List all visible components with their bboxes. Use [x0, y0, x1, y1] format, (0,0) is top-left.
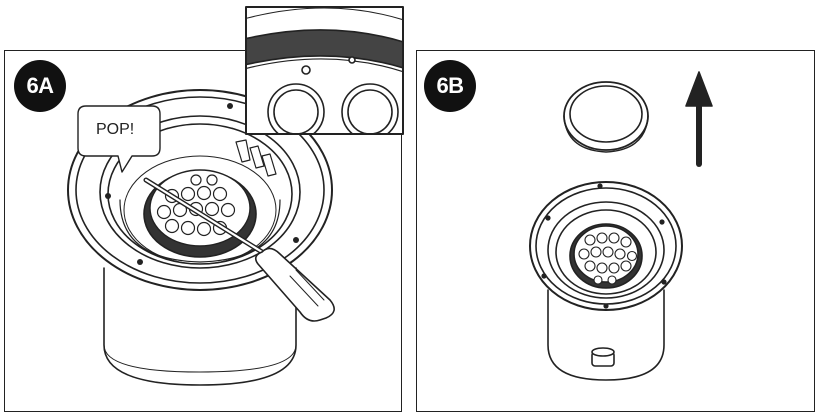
screwdriver-icon	[143, 177, 335, 322]
step-badge-6b: 6B	[424, 60, 476, 112]
lens-cover-6b	[563, 81, 649, 153]
pop-callout-text: POP!	[96, 121, 135, 138]
led-module-6b	[569, 223, 643, 289]
zoom-inset-6a	[245, 6, 404, 135]
light-fixture-6b	[529, 181, 683, 381]
pop-speech-bubble	[77, 105, 161, 173]
retaining-clips-6a	[235, 139, 277, 177]
up-arrow-icon	[685, 71, 713, 167]
step-badge-6a: 6A	[14, 60, 66, 112]
flange-screws-6b	[541, 183, 667, 309]
